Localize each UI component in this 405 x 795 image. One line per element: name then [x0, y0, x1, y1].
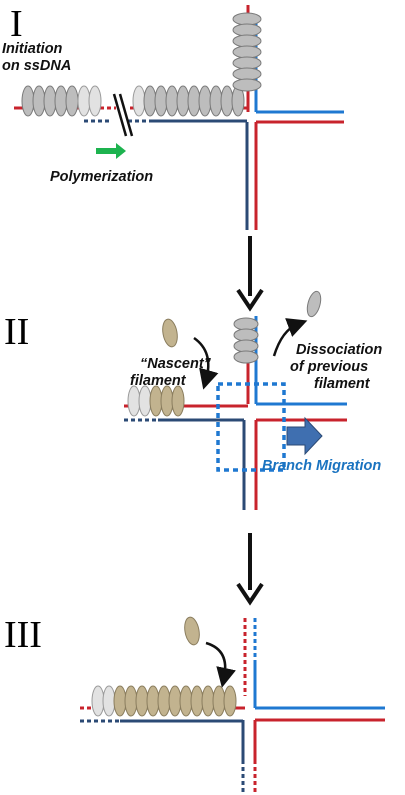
- break-mark-right: [118, 93, 134, 137]
- protein-filament-extended: [91, 685, 237, 717]
- protein-subunit: [233, 350, 259, 364]
- dissociation-label-line1: Dissociation: [296, 342, 382, 358]
- branch-migration-label: Branch Migration: [262, 458, 381, 474]
- protein-subunit: [187, 85, 201, 117]
- protein-subunit: [232, 78, 262, 92]
- protein-subunit-light: [127, 385, 141, 417]
- protein-subunit-tan: [124, 685, 138, 717]
- protein-subunit: [21, 85, 35, 117]
- protein-subunit-tan: [171, 385, 185, 417]
- protein-subunit-tan: [149, 385, 163, 417]
- panel-numeral-three: III: [4, 614, 42, 656]
- protein-subunit-tan: [135, 685, 149, 717]
- dissociating-protein: [306, 290, 322, 318]
- panel-three: III: [4, 614, 385, 795]
- protein-subunit-tan: [146, 685, 160, 717]
- panel-numeral-one: I: [10, 3, 23, 45]
- protein-subunit-tan: [190, 685, 204, 717]
- protein-subunit: [232, 12, 262, 26]
- protein-subunit: [232, 45, 262, 59]
- incoming-protein: [162, 318, 178, 348]
- protein-subunit: [165, 85, 179, 117]
- protein-subunit-tan: [168, 685, 182, 717]
- protein-subunit-tan: [157, 685, 171, 717]
- protein-subunit: [209, 85, 223, 117]
- incoming-protein-3: [184, 616, 200, 646]
- transition-arrowhead-one: [236, 288, 264, 312]
- protein-subunit: [65, 85, 79, 117]
- polymerization-arrow: [96, 143, 126, 159]
- binding-curved-arrow: [193, 336, 219, 390]
- protein-subunit: [143, 85, 157, 117]
- protein-subunit-light: [91, 685, 105, 717]
- protein-subunit: [233, 317, 259, 331]
- protein-subunit-light: [77, 85, 91, 117]
- protein-subunit-tan: [212, 685, 226, 717]
- protein-filament-left: [21, 85, 102, 117]
- initiation-label-line1: Initiation: [2, 41, 63, 57]
- protein-filament-vertical: [232, 12, 262, 92]
- nascent-label-line2: filament: [130, 373, 187, 389]
- protein-subunit-tan: [160, 385, 174, 417]
- protein-subunit-light: [102, 685, 116, 717]
- nascent-label-line1: “Nascent”: [140, 356, 212, 372]
- dissociation-label-line2: of previous: [290, 359, 368, 375]
- protein-subunit: [233, 328, 259, 342]
- branch-point-box: [216, 382, 286, 472]
- protein-subunit: [232, 67, 262, 81]
- binding-curved-arrow-3: [205, 641, 236, 688]
- protein-subunit-light: [132, 85, 146, 117]
- dissociation-label-line3: filament: [314, 376, 371, 392]
- protein-filament-middle: [132, 85, 245, 117]
- panel-one: I Initiation on ssDNA Polymerization: [2, 3, 344, 230]
- panel-numeral-two: II: [4, 311, 29, 353]
- protein-subunit: [154, 85, 168, 117]
- protein-subunit: [232, 23, 262, 37]
- protein-subunit: [198, 85, 212, 117]
- initiation-label-line2: on ssDNA: [2, 58, 71, 74]
- protein-subunit: [232, 34, 262, 48]
- protein-filament-nascent: [127, 385, 185, 417]
- protein-subunit-tan: [201, 685, 215, 717]
- panel-two: II Branch Migration “Nascent” filament D…: [4, 290, 382, 510]
- protein-subunit: [54, 85, 68, 117]
- protein-subunit-light: [88, 85, 102, 117]
- protein-filament-previous: [233, 317, 259, 364]
- transition-arrowhead-two: [236, 582, 264, 606]
- polymerization-label: Polymerization: [50, 169, 153, 185]
- protein-subunit: [176, 85, 190, 117]
- protein-subunit: [233, 339, 259, 353]
- branch-migration-arrow: [286, 416, 323, 456]
- protein-subunit: [43, 85, 57, 117]
- protein-subunit-tan: [179, 685, 193, 717]
- protein-subunit-tan: [223, 685, 237, 717]
- protein-subunit: [232, 56, 262, 70]
- protein-subunit: [32, 85, 46, 117]
- dissociation-curved-arrow: [272, 318, 308, 357]
- protein-subunit-light: [138, 385, 152, 417]
- break-mark-left: [112, 93, 128, 137]
- protein-subunit-tan: [113, 685, 127, 717]
- protein-subunit: [220, 85, 234, 117]
